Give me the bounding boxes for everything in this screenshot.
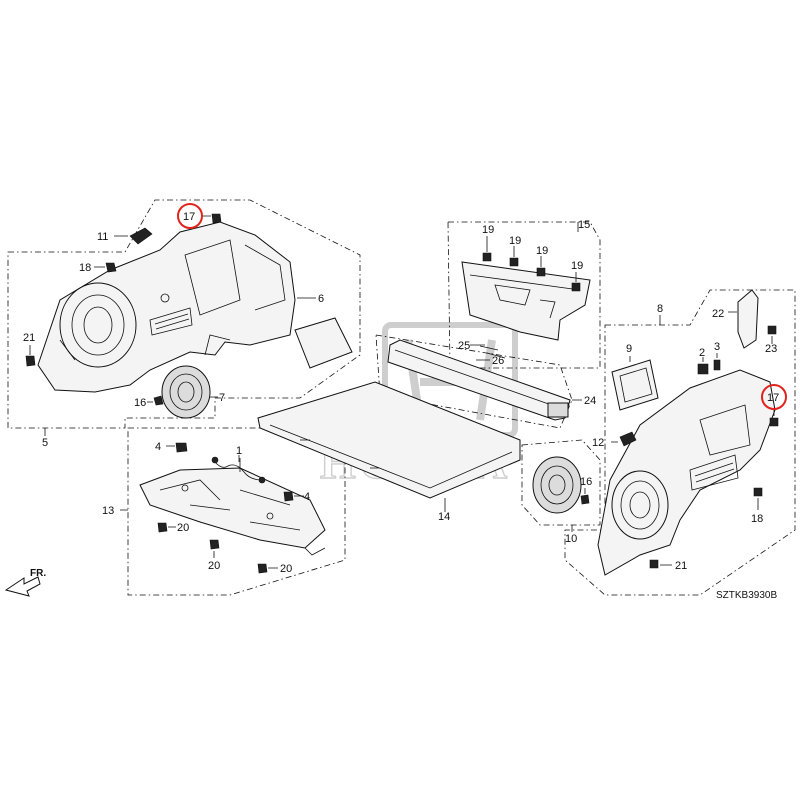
callout-17-right: 17 (767, 392, 779, 404)
callout-20-middle: 20 (208, 560, 220, 572)
clip-11-icon (129, 227, 153, 245)
clip-21-left-icon (25, 355, 36, 367)
callout-17-left: 17 (183, 211, 195, 223)
callout-19-b: 19 (509, 235, 521, 247)
callout-7: 7 (219, 392, 225, 404)
highlight-17-left (177, 203, 203, 229)
clip-20b-icon (209, 539, 220, 550)
clip-19d-icon (571, 282, 581, 292)
clip-17-right-icon (769, 417, 779, 427)
left-speaker-7[interactable] (161, 365, 211, 419)
callout-labels: 11 18 21 17 6 16 7 5 4 1 4 13 20 20 20 1… (23, 211, 779, 575)
front-arrow-icon (4, 576, 41, 597)
callout-23: 23 (765, 343, 777, 355)
callout-19-a: 19 (482, 224, 494, 236)
callout-16-left: 16 (134, 397, 146, 409)
callout-20-left: 20 (177, 522, 189, 534)
clip-18-left-icon (105, 262, 117, 273)
callout-3: 3 (714, 341, 720, 353)
direction-label: FR. (30, 568, 46, 579)
highlight-17-right (761, 384, 787, 410)
callout-22: 22 (712, 308, 724, 320)
group-13-floor (120, 427, 346, 596)
callout-25: 25 (458, 340, 470, 352)
clip-23-icon (767, 325, 777, 335)
right-cover-9[interactable] (611, 359, 659, 411)
callout-2: 2 (699, 347, 705, 359)
clip-18-right-icon (753, 487, 763, 497)
right-speaker-10[interactable] (532, 456, 582, 514)
floor-bracket-13[interactable] (139, 467, 326, 549)
group-15-rear-panel (447, 221, 601, 369)
group-10-right-speaker (521, 439, 601, 532)
clip-20a-icon (157, 522, 168, 533)
clip-4b-icon (283, 491, 294, 502)
clip-19c-icon (536, 267, 546, 277)
callout-19-d: 19 (571, 260, 583, 272)
left-cover-panel-6[interactable] (294, 317, 353, 369)
clip-12-icon (619, 431, 637, 447)
clip-4a-icon (175, 442, 188, 453)
callout-15: 15 (578, 219, 590, 231)
callout-5: 5 (42, 437, 48, 449)
callout-18-right: 18 (751, 513, 763, 525)
callout-26: 26 (492, 355, 504, 367)
clip-16-left-icon (153, 395, 164, 406)
callout-4-top: 4 (155, 441, 161, 453)
callout-16-right: 16 (580, 476, 592, 488)
diagram-code: SZTKB3930B (716, 590, 777, 601)
group-5-left-trim (7, 199, 361, 436)
callout-9: 9 (626, 343, 632, 355)
callout-10: 10 (565, 533, 577, 545)
clip-17-left-icon (211, 213, 222, 224)
cargo-floor-board-14[interactable] (257, 381, 521, 499)
group-8-right-trim (564, 289, 796, 596)
callout-8: 8 (657, 303, 663, 315)
callout-14: 14 (438, 511, 450, 523)
front-direction-indicator: FR. (4, 568, 46, 597)
trim-piece-22[interactable] (737, 289, 759, 349)
clip-16-right-icon (580, 494, 590, 505)
clip-21-right-icon (649, 559, 659, 569)
clip-19a-icon (482, 252, 492, 262)
callout-24: 24 (584, 395, 596, 407)
callout-11: 11 (97, 231, 108, 243)
callout-21-right: 21 (675, 560, 687, 572)
clip-19b-icon (509, 257, 519, 267)
callout-1: 1 (236, 445, 242, 457)
tonneau-cover-24[interactable] (387, 339, 571, 421)
callout-19-c: 19 (536, 245, 548, 257)
callout-21-left: 21 (23, 332, 35, 344)
callout-20-right: 20 (280, 563, 292, 575)
callout-18-left: 18 (79, 262, 91, 274)
callout-12: 12 (592, 437, 604, 449)
callout-4-right: 4 (304, 491, 310, 503)
group-14-cargo-floor (257, 381, 521, 512)
callout-6: 6 (318, 293, 324, 305)
callout-13: 13 (102, 505, 114, 517)
clip-20c-icon (257, 563, 268, 574)
clip-2-icon (697, 363, 709, 375)
clip-3-icon (713, 359, 721, 371)
